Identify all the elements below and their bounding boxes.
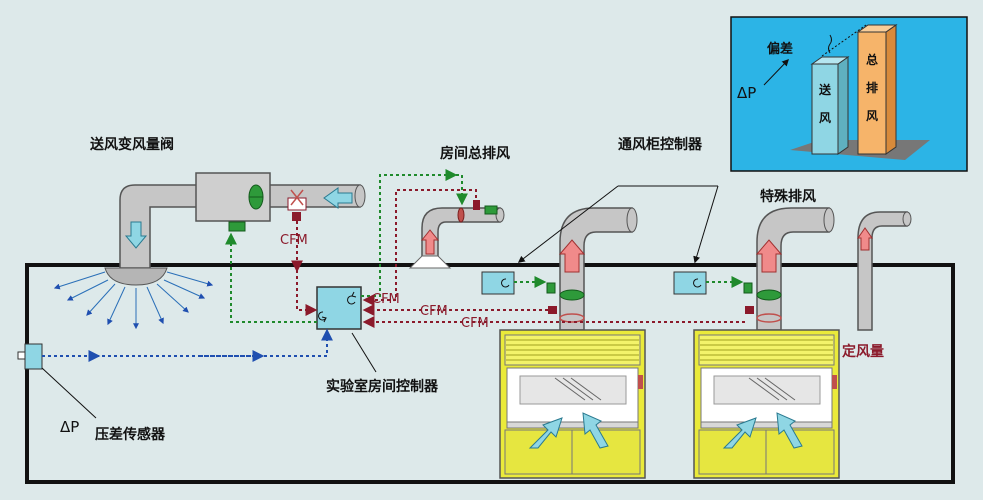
room-exhaust-duct — [408, 207, 505, 269]
signal-red-exhaust-cfm — [362, 189, 477, 306]
hood2-inflow-arrow-right — [776, 412, 803, 449]
label-lab-room-controller: 实验室房间控制器 — [326, 379, 438, 395]
hood1-controller-box — [481, 271, 515, 295]
hood2-damper — [756, 289, 782, 301]
lab-room-controller-box — [316, 286, 362, 330]
label-cfm-exhaust: CFM — [372, 292, 400, 307]
hood1-damper — [559, 289, 585, 301]
label-cfm-hood1: CFM — [420, 304, 448, 319]
hood2-controller-box — [673, 271, 707, 295]
signal-green-supply — [225, 232, 317, 323]
label-supply-vav: 送风变风量阀 — [90, 137, 174, 153]
pressure-offset-inset — [730, 16, 968, 172]
lab-room-outline — [25, 263, 955, 484]
hood2-inflow-arrow-left — [722, 417, 757, 449]
label-dp-sensor: 压差传感器 — [95, 427, 165, 443]
leader-hood-controller-2 — [693, 185, 719, 264]
hood2-sensor — [745, 306, 754, 314]
hood2-flow-damper — [756, 313, 782, 323]
room-exhaust-actuator — [484, 205, 498, 215]
label-delta-p-main: ΔP — [60, 418, 80, 436]
leader-lab-controller — [351, 332, 377, 373]
inset-exhaust-bar — [857, 31, 887, 155]
label-constant-volume: 定风量 — [842, 344, 884, 360]
signal-green-exhaust — [361, 174, 468, 297]
hood2-exhaust-air-arrow — [755, 239, 783, 273]
room-exhaust-air-arrow — [420, 229, 440, 255]
hood2-actuator — [743, 282, 753, 294]
inset-supply-bar — [811, 63, 839, 155]
constant-volume-exhaust-duct — [857, 211, 912, 331]
supply-air-arrow-down — [124, 221, 148, 249]
fume-hood-2 — [693, 329, 840, 479]
hood1-flow-damper — [559, 313, 585, 323]
supply-flow-sensor — [287, 189, 307, 221]
room-exhaust-damper — [457, 207, 465, 223]
label-offset: 偏差 — [767, 42, 794, 57]
diffuser-airflow-arrows — [53, 271, 214, 330]
label-exhaust-bar: 总排风 — [865, 53, 878, 123]
label-cfm-hood2: CFM — [461, 316, 489, 331]
label-hood-controller: 通风柜控制器 — [618, 137, 702, 153]
label-room-exhaust: 房间总排风 — [440, 146, 510, 162]
hood1-actuator — [546, 282, 556, 294]
dp-sensor-box — [17, 343, 43, 370]
label-supply-bar: 送风 — [818, 83, 831, 125]
room-exhaust-sensor — [473, 200, 480, 210]
leader-hood-controller-1 — [517, 185, 619, 263]
hood1-inflow-arrow-right — [582, 412, 609, 449]
hood1-exhaust-air-arrow — [558, 239, 586, 273]
signal-blue-dp — [42, 328, 333, 357]
hood1-inflow-arrow-left — [528, 417, 563, 449]
label-special-exhaust: 特殊排风 — [760, 189, 816, 205]
supply-air-arrow-in — [323, 187, 353, 209]
signal-red-supply-to-controller — [296, 270, 318, 316]
fume-hood-1 — [499, 329, 646, 479]
leader-dp-sensor — [41, 367, 97, 419]
label-delta-p-inset: ΔP — [737, 84, 757, 102]
constant-volume-air-arrow — [857, 227, 873, 251]
hood1-sensor — [548, 306, 557, 314]
supply-vav-actuator — [228, 221, 246, 232]
label-cfm-supply: CFM — [280, 233, 308, 248]
